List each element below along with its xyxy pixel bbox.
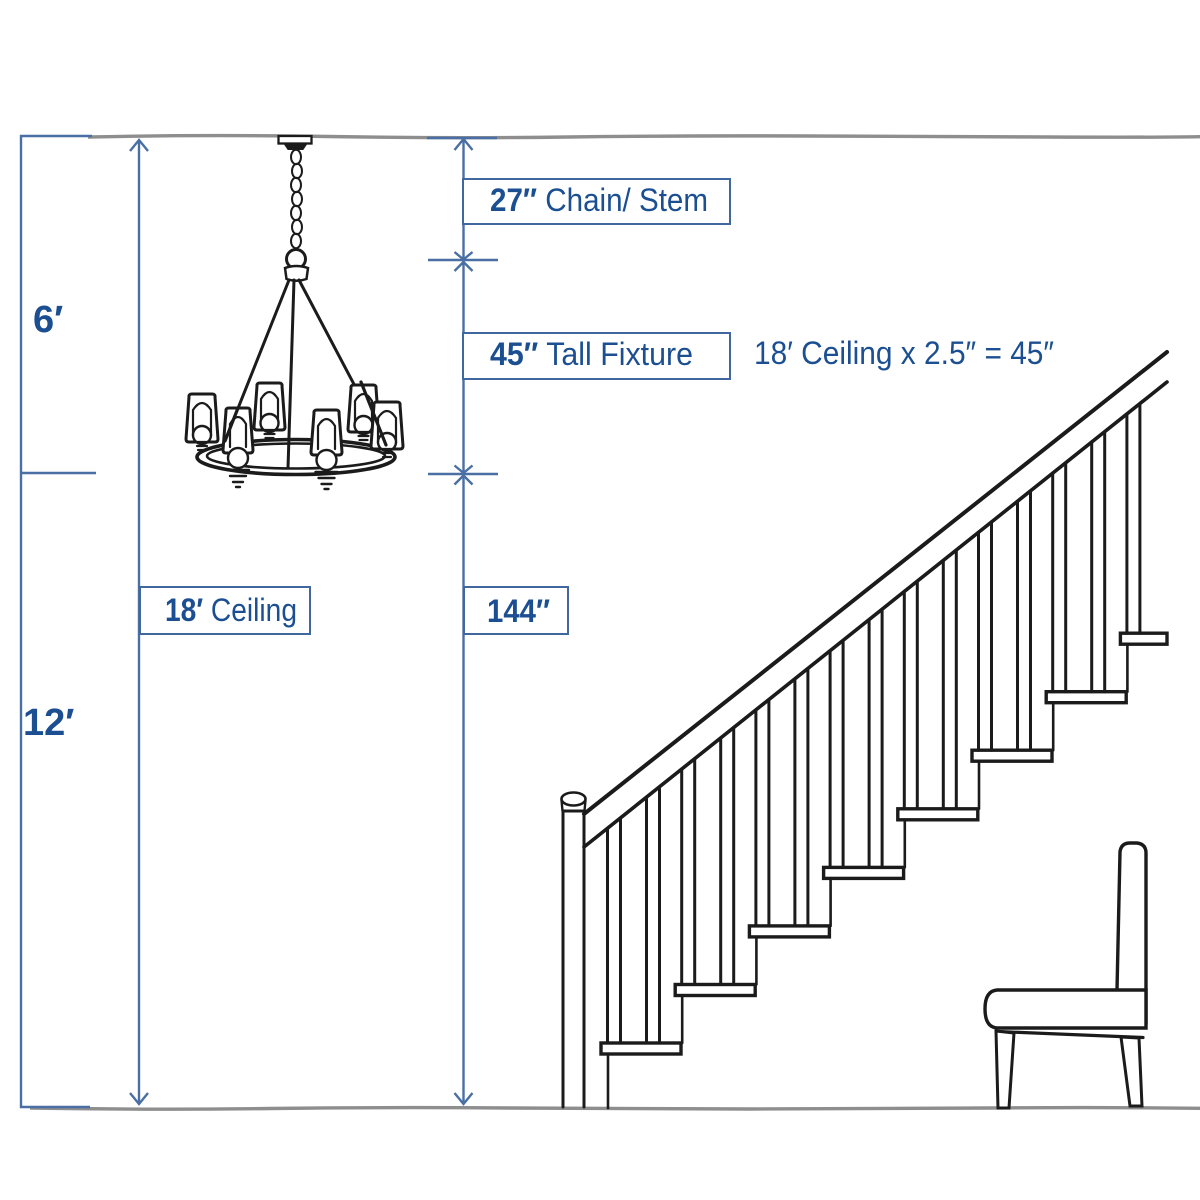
svg-text:144″: 144″ [487,593,550,629]
svg-text:6′: 6′ [33,299,63,341]
svg-text:45″ Tall Fixture: 45″ Tall Fixture [490,336,693,372]
svg-text:12′: 12′ [23,702,74,744]
svg-text:18′ Ceiling: 18′ Ceiling [165,592,297,628]
svg-text:27″ Chain/ Stem: 27″ Chain/ Stem [490,182,708,218]
svg-text:18′ Ceiling x 2.5″ = 45″: 18′ Ceiling x 2.5″ = 45″ [754,335,1054,371]
